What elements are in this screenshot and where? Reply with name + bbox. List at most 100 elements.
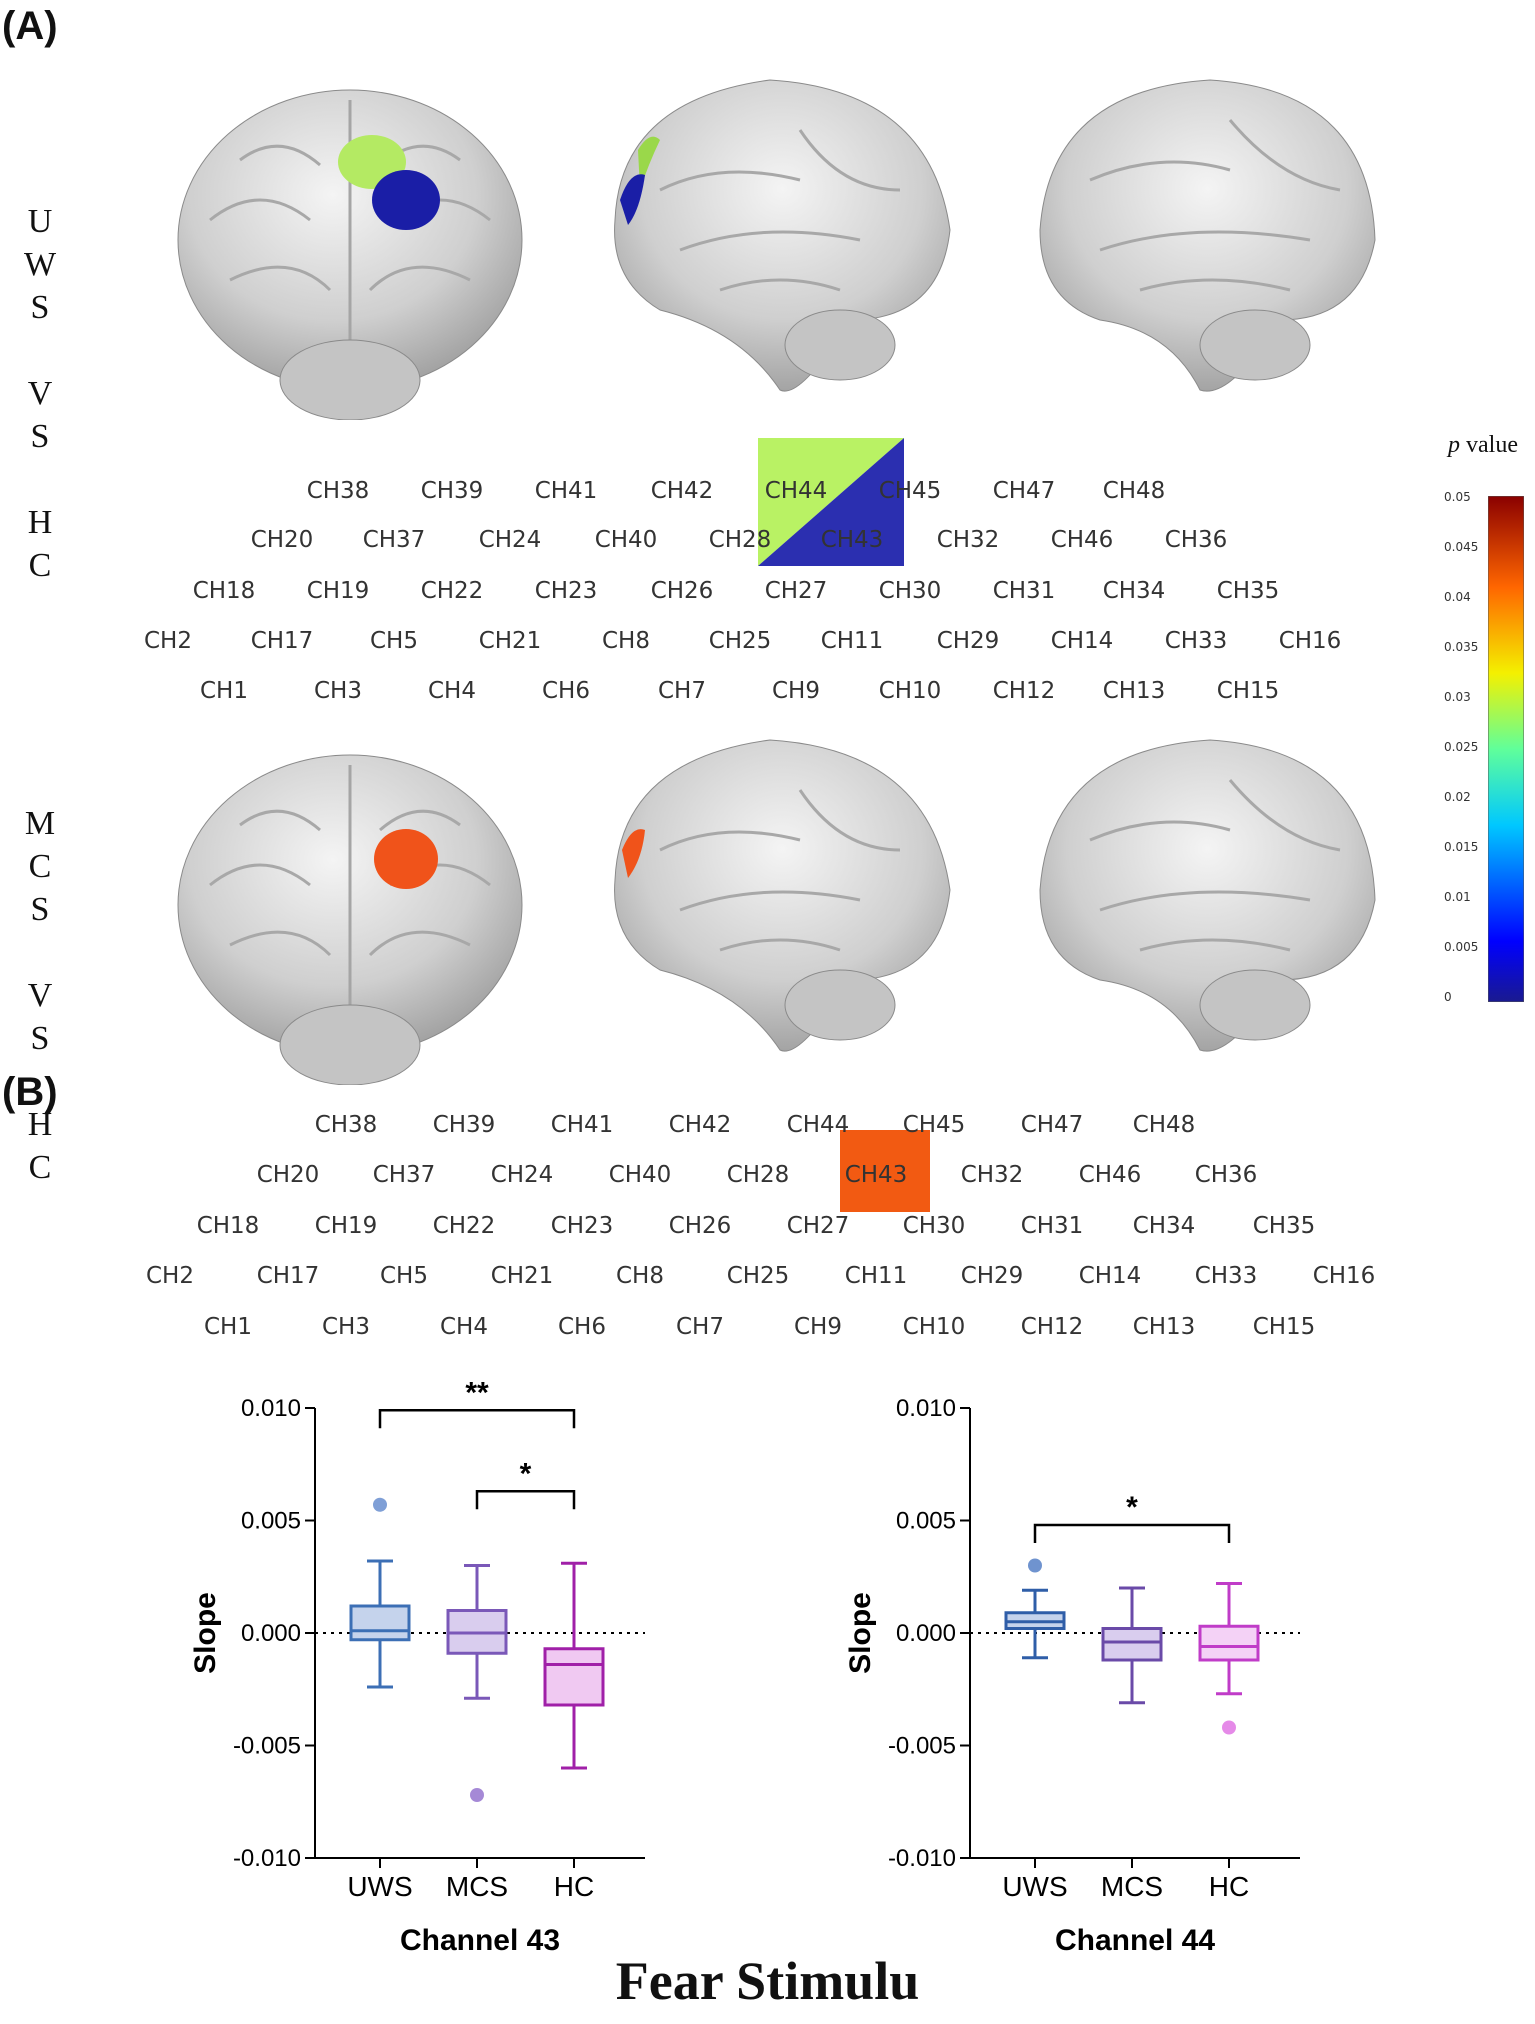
channel-label-ch6: CH6 (558, 1314, 606, 1340)
channel-label-ch26: CH26 (668, 1213, 732, 1239)
colorbar-tick-label: 0.04 (1444, 590, 1471, 604)
channel-label-ch13: CH13 (1102, 678, 1166, 704)
row-label-letter: C (28, 1149, 52, 1186)
channel-label-ch40: CH40 (594, 527, 658, 553)
colorbar-title-p: p (1448, 432, 1460, 458)
channel-label-ch14: CH14 (1050, 628, 1114, 654)
channel-label-ch47: CH47 (992, 478, 1056, 504)
channel-label-ch28: CH28 (708, 527, 772, 553)
y-tick-label: 0.010 (241, 1395, 301, 1422)
y-axis-label: Slope (844, 1592, 877, 1674)
channel-label-ch21: CH21 (490, 1263, 554, 1289)
channel-label-ch2: CH2 (144, 628, 192, 654)
row-label-letter: S (30, 1020, 50, 1057)
channel-label-ch1: CH1 (204, 1314, 252, 1340)
channel-label-ch32: CH32 (960, 1162, 1024, 1188)
channel-label-ch5: CH5 (370, 628, 418, 654)
row-label-letter: S (30, 891, 50, 928)
channel-label-ch16: CH16 (1312, 1263, 1376, 1289)
channel-label-ch20: CH20 (250, 527, 314, 553)
brain-side-view-mcs (614, 739, 951, 1052)
brain-front-view-mcs (177, 754, 523, 1085)
channel-label-ch30: CH30 (878, 578, 942, 604)
y-axis-label: Slope (189, 1592, 222, 1674)
box-mcs (1101, 1586, 1163, 1705)
significance-label: * (520, 1457, 532, 1490)
brain-back-view-uws (1039, 79, 1376, 392)
channel-label-ch31: CH31 (992, 578, 1056, 604)
colorbar-title: p value (1448, 432, 1518, 459)
channel-label-ch33: CH33 (1164, 628, 1228, 654)
channel-label-ch25: CH25 (726, 1263, 790, 1289)
row-label-letter: C (28, 547, 52, 584)
y-tick-label: 0.000 (241, 1620, 301, 1647)
row-label-letter (20, 931, 60, 974)
channel-label-ch35: CH35 (1252, 1213, 1316, 1239)
channel-label-ch48: CH48 (1102, 478, 1166, 504)
channel-label-ch46: CH46 (1078, 1162, 1142, 1188)
channel-label-ch36: CH36 (1194, 1162, 1258, 1188)
panel-a-label: (A) (2, 4, 58, 48)
channel-label-ch24: CH24 (478, 527, 542, 553)
significance-bracket: * (475, 1457, 576, 1510)
channel-label-ch45: CH45 (902, 1112, 966, 1138)
box-uws (349, 1497, 411, 1689)
row-label-letter: H (27, 1106, 53, 1143)
channel-label-ch47: CH47 (1020, 1112, 1084, 1138)
channel-label-ch40: CH40 (608, 1162, 672, 1188)
channel-label-ch26: CH26 (650, 578, 714, 604)
channel-label-ch38: CH38 (306, 478, 370, 504)
channel-label-ch12: CH12 (1020, 1314, 1084, 1340)
bracket-line (378, 1409, 576, 1429)
colorbar (1488, 496, 1524, 1002)
channel-label-ch18: CH18 (192, 578, 256, 604)
colorbar-tick-label: 0.01 (1444, 890, 1471, 904)
outlier-point (1222, 1720, 1236, 1735)
bracket-line (1033, 1523, 1231, 1543)
channel-label-ch9: CH9 (794, 1314, 842, 1340)
row-label-letter: V (27, 375, 53, 412)
row-label-letter: U (27, 203, 53, 240)
colorbar-tick-label: 0.015 (1444, 840, 1479, 854)
chart-title: Channel 44 (1055, 1924, 1215, 1957)
channel-label-ch44: CH44 (786, 1112, 850, 1138)
channel-label-ch43: CH43 (820, 527, 884, 553)
channel-label-ch21: CH21 (478, 628, 542, 654)
channel-label-ch39: CH39 (420, 478, 484, 504)
channel-label-ch41: CH41 (550, 1112, 614, 1138)
channel-label-ch8: CH8 (616, 1263, 664, 1289)
channel-label-ch6: CH6 (542, 678, 590, 704)
brain-front-view-uws (177, 89, 523, 420)
channel-label-ch18: CH18 (196, 1213, 260, 1239)
brain-back-view-mcs (1039, 739, 1376, 1052)
row-label-letter (20, 1060, 60, 1103)
row-label-letter: S (30, 289, 50, 326)
channel-label-ch14: CH14 (1078, 1263, 1142, 1289)
box-hc (1198, 1582, 1260, 1735)
brain-side-view-uws (614, 79, 951, 392)
channel-label-ch22: CH22 (420, 578, 484, 604)
channel-label-ch43: CH43 (844, 1162, 908, 1188)
row-label-letter: M (24, 805, 56, 842)
y-tick-label: -0.010 (888, 1845, 956, 1872)
channel-label-ch2: CH2 (146, 1263, 194, 1289)
channel-label-ch17: CH17 (256, 1263, 320, 1289)
channel-label-ch15: CH15 (1216, 678, 1280, 704)
y-tick-label: 0.005 (241, 1508, 301, 1535)
panel-b-label: (B) (2, 1070, 58, 1114)
channel-label-ch36: CH36 (1164, 527, 1228, 553)
channel-label-ch7: CH7 (676, 1314, 724, 1340)
channel-label-ch15: CH15 (1252, 1314, 1316, 1340)
significance-bracket: * (1033, 1491, 1231, 1543)
box-iqr (1101, 1627, 1163, 1662)
channel-label-ch39: CH39 (432, 1112, 496, 1138)
channel-label-ch13: CH13 (1132, 1314, 1196, 1340)
outlier-point (373, 1497, 387, 1512)
y-tick-label: -0.005 (888, 1733, 956, 1760)
channel-highlight-uws (758, 438, 904, 566)
significance-label: ** (465, 1380, 489, 1409)
channel-label-ch11: CH11 (820, 628, 884, 654)
